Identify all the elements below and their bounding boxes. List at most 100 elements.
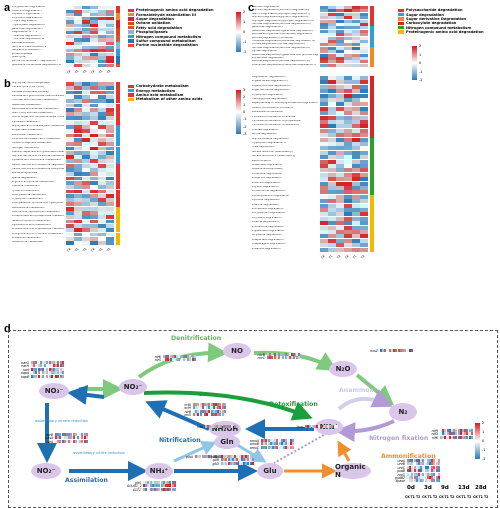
heat-cell (328, 19, 336, 23)
gene-label: nifD (431, 432, 438, 437)
gene-cell (44, 364, 47, 368)
gene-cell (274, 445, 277, 449)
row-label: L-tryptophan degradation (252, 212, 286, 215)
heat-cell (360, 177, 368, 182)
gene-cell (195, 409, 198, 413)
gene-cell (215, 406, 217, 410)
gene-cell (278, 445, 281, 449)
heat-cell (98, 42, 106, 46)
group-strip (116, 116, 120, 121)
heat-cell (90, 94, 98, 99)
gene-cell (151, 487, 154, 491)
heat-cell (336, 40, 344, 43)
heat-cell (352, 221, 360, 226)
gene-cell (147, 487, 150, 491)
group-strip (116, 155, 120, 160)
heat-cell (74, 211, 82, 215)
heat-cell (352, 190, 360, 195)
treatment-label: T2 (484, 495, 489, 499)
node-n2: N₂ (389, 403, 417, 421)
gene-label: hao (197, 425, 203, 429)
gene-cell (55, 361, 58, 364)
gene-cell (197, 406, 200, 410)
heat-cell (106, 94, 114, 99)
heat-cell (106, 180, 114, 185)
gene-cell (61, 374, 64, 378)
gene-cell (280, 439, 283, 442)
heat-cell (360, 57, 368, 60)
heat-cell (344, 6, 352, 9)
gene-cell (66, 433, 68, 436)
heat-cell (82, 31, 90, 35)
gene-cell (50, 374, 53, 378)
gene-cell (407, 479, 409, 483)
heat-cell (106, 133, 114, 138)
gene-label: ureC (397, 465, 405, 470)
heat-cell (74, 163, 82, 168)
heat-cell (328, 177, 336, 182)
gene-cell (446, 435, 449, 439)
row-label: Pentose and glucuronate interconversions (12, 94, 64, 97)
row-label: L-glutamate degradation (252, 230, 285, 232)
heat-cell (320, 6, 328, 9)
gene-cell (318, 425, 321, 428)
gene-cell (437, 469, 440, 473)
gene-cell (209, 425, 212, 428)
gene-cell (409, 469, 412, 473)
group-strip (116, 45, 120, 50)
row-label: Glycogen Degradation(glycogen degradatio… (252, 19, 314, 22)
heat-cell (336, 89, 344, 94)
gene-cell (278, 353, 280, 356)
heat-cell (328, 115, 336, 120)
heat-cell (344, 29, 352, 33)
heat-cell (336, 84, 344, 89)
gene-cell (85, 433, 88, 436)
heat-cell (74, 159, 82, 164)
gene-cell (165, 487, 167, 491)
heat-cell (98, 133, 106, 138)
group-strip (116, 193, 120, 199)
heat-cell (360, 159, 368, 164)
gene-cell (39, 361, 42, 364)
heat-cell (344, 19, 352, 23)
heat-cell (106, 189, 114, 194)
node-no3-top: NO₃⁻ (39, 383, 69, 399)
colorbar-tick: -2 (482, 457, 486, 461)
gene-cell (219, 409, 222, 413)
gene-cell (462, 429, 464, 432)
row-label: Nitrate reduction V (assimilatory) (252, 155, 296, 158)
gene-cell (283, 445, 285, 449)
gene-cell (63, 436, 66, 440)
gene-cell (444, 432, 447, 436)
heat-cell (90, 16, 98, 20)
heat-cell (66, 137, 74, 142)
legend-swatch (128, 8, 134, 12)
heat-cell (336, 164, 344, 168)
legend-item: Sugar degradation (128, 17, 214, 21)
heat-cell (352, 181, 360, 186)
gene-cell (429, 465, 431, 469)
group-strip (370, 63, 374, 68)
node-organic-n: Organic N (335, 463, 371, 479)
heat-cell (66, 86, 74, 91)
row-label: Glycine, serine and threonine metabolism (12, 155, 64, 158)
gene-cell (210, 403, 213, 406)
gene-cell (223, 455, 226, 458)
heat-cell (98, 120, 106, 125)
gene-cell (462, 435, 464, 439)
heat-cell (320, 120, 328, 124)
row-label: Pyruvate fermentation to propanoate (252, 120, 301, 122)
gene-cell (197, 455, 200, 458)
heat-cell (98, 9, 106, 13)
heat-cell (336, 16, 344, 20)
heat-cell (98, 176, 106, 181)
heat-cell (90, 82, 98, 86)
gene-cell (187, 355, 190, 358)
group-strip (370, 23, 374, 27)
group-strip (370, 98, 374, 103)
gene-cell (305, 425, 307, 428)
gene-cell (156, 487, 159, 491)
group-strip (116, 27, 120, 32)
gene-cell (227, 455, 230, 458)
